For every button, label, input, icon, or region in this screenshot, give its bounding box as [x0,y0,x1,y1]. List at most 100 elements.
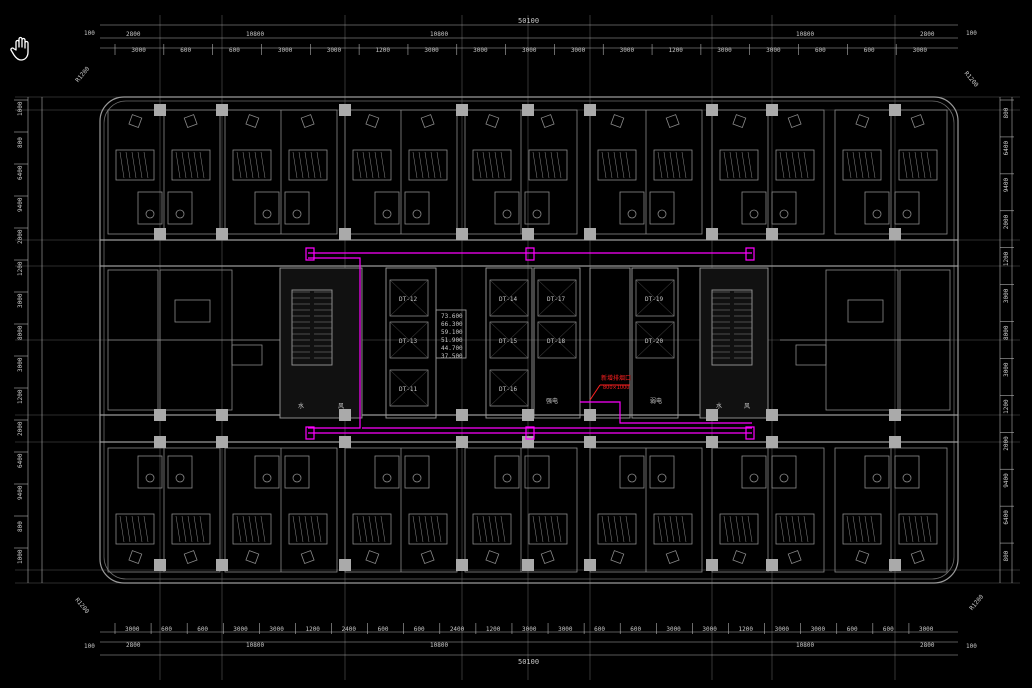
elevation-levels: 73.600 66.300 59.100 51.900 44.700 37.50… [441,313,463,360]
column [706,409,718,421]
column [522,228,534,240]
dim-segment: 3000 [125,626,140,633]
column [154,104,166,116]
dim-segment: 600 [883,626,894,633]
dim-segment: 1200 [1003,399,1010,414]
dim-segment: 600 [180,47,191,54]
dim-bottom-bay: 10800 [246,642,264,649]
room-label: 风 [338,403,344,410]
dim-segment: 3000 [522,626,537,633]
dim-segment: 6400 [1003,510,1010,525]
elevation-level: 51.900 [441,337,463,344]
dim-segment: 600 [847,626,858,633]
column [216,228,228,240]
room-label: 强电 [546,397,558,405]
elevator-label: DT-15 [499,338,517,345]
column [339,228,351,240]
elevator-shaft: DT-17 [537,279,577,317]
dim-segment: 6400 [1003,141,1010,156]
stair-right [712,291,752,359]
dim-segment: 1200 [17,261,24,276]
elevator-shaft: DT-12 [389,279,429,317]
column [522,104,534,116]
dim-segment: 9400 [1003,177,1010,192]
elevator-label: DT-19 [645,296,663,303]
dim-segment: 3000 [666,626,681,633]
dim-segment: 3000 [1003,362,1010,377]
dim-bottom-bay: 10800 [430,642,448,649]
elevator-shaft: DT-11 [389,369,429,407]
hand-pan-icon[interactable] [8,34,36,62]
dim-segment: 3000 [571,47,586,54]
dim-segment: 3000 [620,47,635,54]
dim-bottom-bay: 10800 [796,642,814,649]
guest-room [589,447,703,573]
column [706,228,718,240]
column [889,409,901,421]
stair-left [292,291,332,359]
column [584,228,596,240]
elevator-label: DT-17 [547,296,565,303]
elevation-level: 37.500 [441,353,463,360]
dim-segment: 800 [1003,550,1010,561]
dim-segment: 600 [864,47,875,54]
dim-segment: 1200 [1003,251,1010,266]
column [522,409,534,421]
elevator-label: DT-11 [399,386,417,393]
column [339,104,351,116]
dim-segment: 1200 [486,626,501,633]
column [339,436,351,448]
dim-segment: 8000 [17,325,24,340]
dim-top-bay: 10800 [430,31,448,38]
column [154,409,166,421]
dim-segment: 1200 [305,626,320,633]
dim-segment: 600 [197,626,208,633]
dim-segment: 600 [594,626,605,633]
core-room-labels: 水 风 水 风 强电 弱电 [298,397,750,410]
column [706,436,718,448]
column [456,104,468,116]
column [154,436,166,448]
guest-room [224,109,338,235]
column [889,436,901,448]
elevator-shaft: DT-20 [635,321,675,359]
elevator-label: DT-16 [499,386,517,393]
dim-segment: 600 [378,626,389,633]
elevator-shaft: DT-15 [489,321,529,359]
dim-segment: 3000 [278,47,293,54]
dim-segment: 3000 [1003,288,1010,303]
dim-segment: 3000 [811,626,826,633]
column [584,559,596,571]
dim-segment: 600 [414,626,425,633]
column [889,559,901,571]
column [216,104,228,116]
column [766,228,778,240]
elevation-level: 44.700 [441,345,463,352]
dim-bottom-edge: 100 [84,643,95,650]
dim-segment: 3000 [327,47,342,54]
dim-bottom-corner: 2800 [920,642,935,649]
dim-segment: 2400 [342,626,357,633]
dim-segment: 3000 [702,626,717,633]
column [456,559,468,571]
dim-segment: 2000 [17,421,24,436]
elevator-shaft: DT-19 [635,279,675,317]
dim-segment: 3000 [17,293,24,308]
dim-segment: 800 [17,137,24,148]
dim-segment: 2000 [17,229,24,244]
guest-room [834,447,948,573]
room-label: 弱电 [650,397,662,405]
elevator-label: DT-13 [399,338,417,345]
elevation-level: 73.600 [441,313,463,320]
annotation-label: 新增排烟口 [601,374,631,382]
column [706,559,718,571]
dim-segment: 3000 [775,626,790,633]
smoke-exhaust-duct [305,247,755,440]
elevator-label: DT-14 [499,296,517,303]
guest-room [344,109,458,235]
dim-segment: 9400 [17,485,24,500]
